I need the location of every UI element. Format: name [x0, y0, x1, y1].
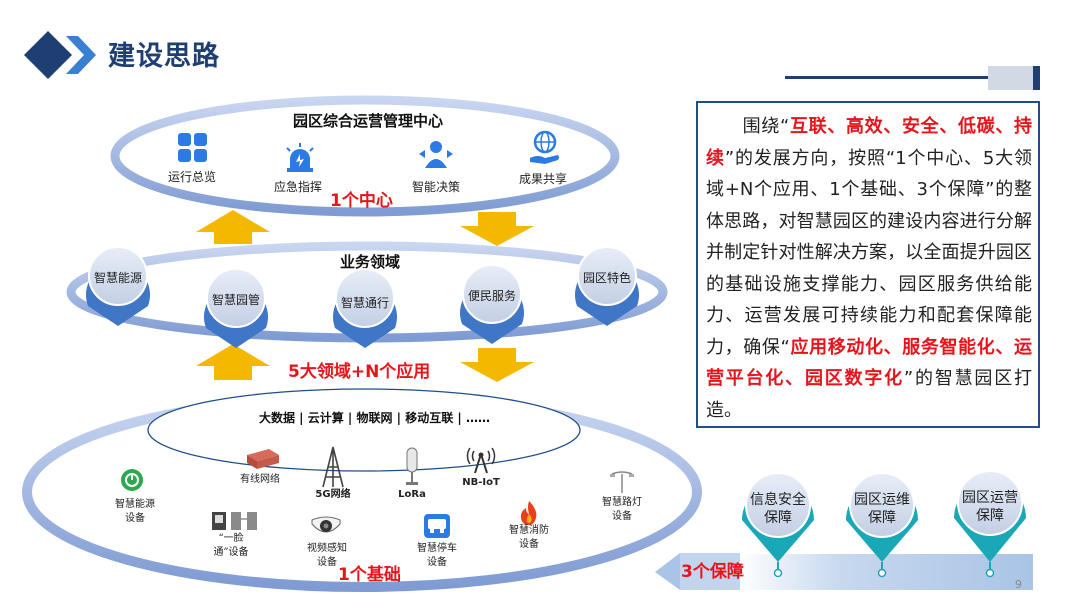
- page-number: 9: [1015, 578, 1022, 591]
- description-part: ”的智慧园区打造。: [706, 368, 1032, 421]
- description-text: 围绕“互联、高效、安全、低碳、持续”的发展方向，按照“1个中心、5大领域+N个应…: [706, 111, 1032, 426]
- device-label: 视频感知 设备: [307, 543, 347, 568]
- foundation-caption: 1个基础: [338, 565, 401, 585]
- network-label: NB-IoT: [462, 477, 500, 488]
- fire-icon: [520, 501, 537, 525]
- face-gate-icon: [212, 512, 257, 530]
- description-highlight: 应用移动化、服务智能化、运营平台化、园区数字化: [706, 336, 1033, 390]
- guarantee-arrow-icon: [655, 553, 680, 590]
- top-item-label: 运行总览: [167, 170, 217, 184]
- header-logo-icon: [24, 31, 96, 79]
- description-part: ”的发展方向，按照“1个中心、5大领域+N个应用、1个基础、3个保障”的整体思路…: [706, 147, 1033, 358]
- up-arrow-icon: [196, 210, 270, 244]
- top-ring-title: 园区综合运营管理中心: [293, 112, 444, 130]
- up-arrow-icon: [196, 344, 270, 380]
- description-panel: 围绕“互联、高效、安全、低碳、持续”的发展方向，按照“1个中心、5大领域+N个应…: [696, 101, 1040, 428]
- top-ring: [110, 95, 620, 217]
- domain-pin-label: 智慧能源: [93, 271, 143, 285]
- page-title: 建设思路: [108, 41, 220, 72]
- guarantee-label: 信息安全 保障: [750, 492, 806, 526]
- header-rule: [785, 76, 990, 79]
- description-part: 围绕“: [742, 116, 790, 137]
- parking-icon: [424, 514, 450, 538]
- top-item-label: 应急指挥: [273, 180, 323, 194]
- device-label: 智慧消防 设备: [509, 525, 549, 550]
- domain-pin-label: 智慧通行: [340, 296, 390, 310]
- share-icon: [530, 130, 559, 164]
- top-item-label: 成果共享: [518, 172, 568, 186]
- antenna-icon: [406, 447, 418, 485]
- network-label: 5G网络: [315, 489, 351, 500]
- tower-icon: [322, 446, 344, 488]
- domain-pin-label: 园区特色: [582, 271, 632, 285]
- device-label: 智慧路灯 设备: [602, 497, 642, 522]
- top-item-label: 智能决策: [411, 180, 461, 194]
- domain-caption: 5大领域+N个应用: [288, 362, 431, 382]
- guarantee-label: 园区运维 保障: [854, 492, 910, 526]
- grid-icon: [178, 133, 207, 162]
- camera-icon: [311, 516, 341, 533]
- domain-pin-label: 智慧园管: [211, 293, 261, 307]
- guarantee-caption: 3个保障: [681, 562, 744, 582]
- center-caption: 1个中心: [330, 191, 393, 211]
- middle-ring-title: 业务领域: [340, 253, 401, 271]
- tech-ring: [147, 388, 581, 472]
- tech-stack-title: 大数据 | 云计算 | 物联网 | 移动互联 | ……: [259, 411, 490, 425]
- router-icon: [247, 449, 279, 469]
- energy-icon: [121, 469, 143, 491]
- network-label: LoRa: [398, 489, 426, 500]
- header-rule-block: [988, 66, 1040, 90]
- device-label: 智慧停车 设备: [417, 543, 457, 568]
- alarm-icon: [286, 143, 314, 172]
- streetlight-icon: [610, 471, 634, 493]
- decision-icon: [419, 141, 453, 168]
- guarantee-label: 园区运营 保障: [962, 490, 1018, 524]
- description-highlight: 互联、高效、安全、低碳、持续: [706, 116, 1032, 169]
- domain-pin-label: 便民服务: [467, 289, 517, 303]
- device-label: “一脸 通”设备: [213, 533, 249, 558]
- down-arrow-icon: [460, 348, 534, 382]
- down-arrow-icon: [460, 212, 534, 246]
- signal-icon: [466, 447, 496, 474]
- device-label: 智慧能源 设备: [115, 499, 155, 524]
- network-label: 有线网络: [240, 474, 280, 485]
